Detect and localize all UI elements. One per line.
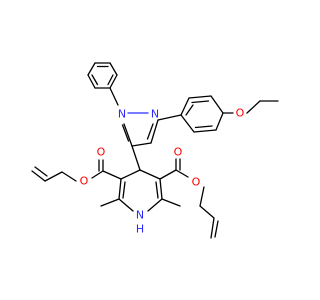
atom-label-o-ether: O	[236, 107, 245, 120]
atom-label-o-ester-right: O	[192, 176, 201, 189]
pyrazole-ring	[121, 112, 159, 147]
atom-label-o-ester-left: O	[80, 175, 89, 188]
atom-label-nh: N	[136, 209, 144, 222]
atom-label-n1: N	[118, 108, 126, 121]
atom-labels: N N O O O O O N H	[80, 107, 245, 236]
ethoxyphenyl-ring	[157, 95, 279, 133]
atom-label-o-carbonyl-left: O	[97, 146, 106, 159]
atom-label-h: H	[136, 223, 144, 236]
dihydropyridine-ring	[100, 145, 181, 212]
phenyl-ring	[87, 62, 119, 106]
right-allyl-ester	[159, 158, 219, 239]
atom-label-o-carbonyl-right: O	[174, 146, 183, 159]
molecule-structure: N N O O O O O N H	[31, 62, 279, 239]
atom-label-n2: N	[151, 108, 159, 121]
left-allyl-ester	[31, 159, 122, 182]
